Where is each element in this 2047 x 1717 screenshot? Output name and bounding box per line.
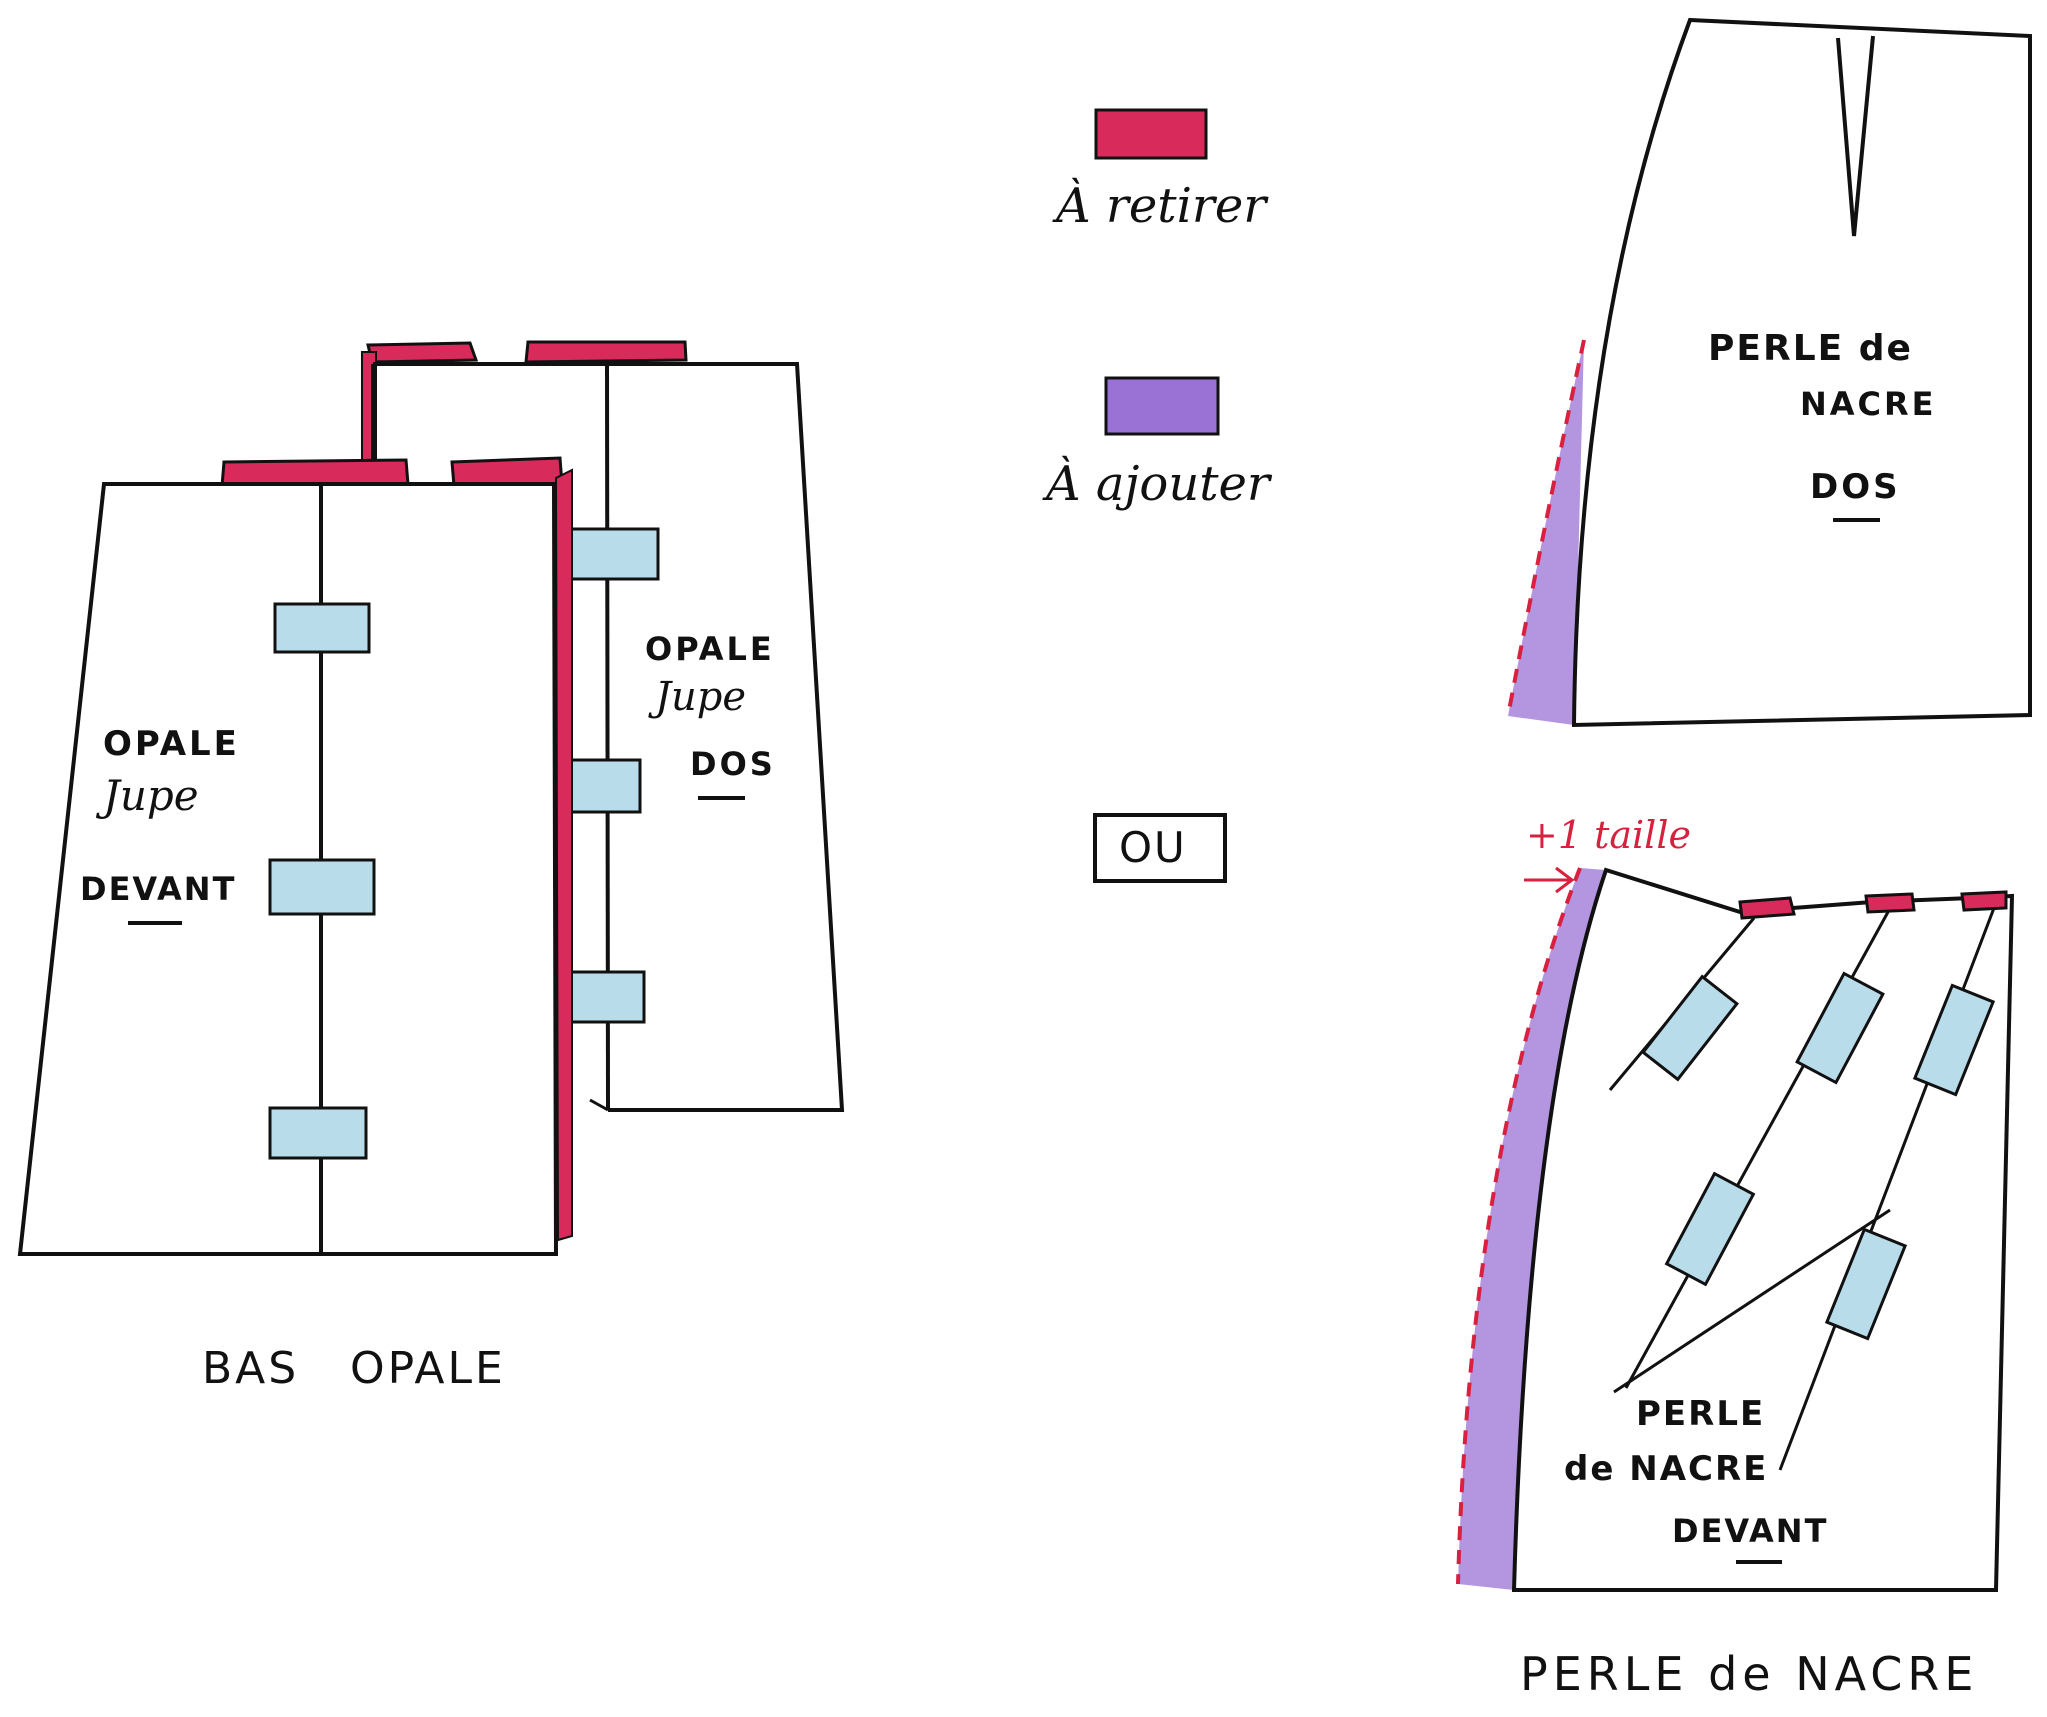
perle-front-line1: PERLE — [1636, 1394, 1765, 1434]
perle-front-tape-5 — [1824, 1227, 1908, 1341]
legend-remove-swatch — [1094, 108, 1208, 160]
opale-back-tape-3 — [566, 970, 646, 1024]
perle-front-tape-3 — [1912, 983, 1996, 1097]
perle-back-red-dashed-edge — [1506, 339, 1586, 717]
perle-front-piece: DEVANT — [1672, 1512, 1828, 1550]
perle-front-dart-3 — [1960, 890, 2008, 912]
opale-back-tape-2 — [566, 758, 642, 814]
perle-front-dart-2 — [1864, 892, 1916, 914]
opale-front-piece: DEVANT — [80, 870, 236, 908]
opale-back-subtitle: Jupe — [648, 674, 746, 720]
legend: À retirer À ajouter OU — [1042, 108, 1273, 883]
opale-front-title: OPALE — [103, 724, 240, 764]
legend-remove-label: À retirer — [1052, 177, 1269, 234]
legend-or-label: OU — [1119, 823, 1187, 872]
perle-back-piece: DOS — [1810, 467, 1901, 507]
opale-back-tape-1 — [566, 527, 660, 581]
perle-front-slash-4 — [1613, 1208, 1891, 1394]
perle-caption: PERLE de NACRE — [1520, 1647, 1978, 1701]
legend-or-box — [1093, 813, 1227, 883]
opale-back-piece: OPALE Jupe DOS — [361, 340, 845, 1112]
legend-add-label: À ajouter — [1042, 455, 1273, 512]
perle-back-panel — [1571, 17, 2032, 728]
opale-front-tape-1 — [273, 602, 371, 654]
opale-front-tape-3 — [268, 1106, 368, 1160]
opale-back-dart-left — [366, 341, 479, 364]
opale-caption-part1: BAS — [202, 1343, 299, 1394]
opale-back-dart-right — [524, 340, 688, 364]
opale-back-title: OPALE — [645, 630, 775, 668]
perle-front-panel — [1511, 867, 2015, 1592]
opale-front-piece: OPALE Jupe DEVANT — [17, 456, 573, 1256]
perle-size-note: +1 taille — [1526, 813, 1691, 857]
perle-front-red-dashed-edge — [1456, 867, 1582, 1585]
opale-front-dart-right — [450, 456, 564, 488]
perle-front-dart-1 — [1738, 896, 1796, 920]
legend-add-swatch — [1104, 376, 1220, 436]
perle-front-tape-1 — [1641, 974, 1739, 1082]
opale-front-tape-2 — [268, 858, 376, 916]
perle-size-arrow — [1524, 866, 1575, 894]
perle-front-added-area — [1458, 868, 1606, 1590]
perle-back-piece: PERLE de NACRE DOS — [1506, 17, 2032, 728]
perle-front-tape-2 — [1795, 971, 1885, 1085]
perle-front-piece: +1 taille PERLE de NACRE DEVANT — [1456, 813, 2015, 1592]
perle-front-tape-4 — [1664, 1171, 1756, 1287]
opale-front-subtitle: Jupe — [95, 771, 199, 820]
perle-back-line1: PERLE de — [1708, 328, 1913, 369]
perle-back-dart — [1836, 35, 1875, 237]
perle-front-line2: de NACRE — [1564, 1449, 1768, 1489]
perle-back-line2: NACRE — [1800, 385, 1937, 423]
opale-caption-part2: OPALE — [350, 1343, 506, 1394]
opale-back-piece: DOS — [690, 745, 776, 783]
opale-front-red-edge — [554, 468, 573, 1242]
